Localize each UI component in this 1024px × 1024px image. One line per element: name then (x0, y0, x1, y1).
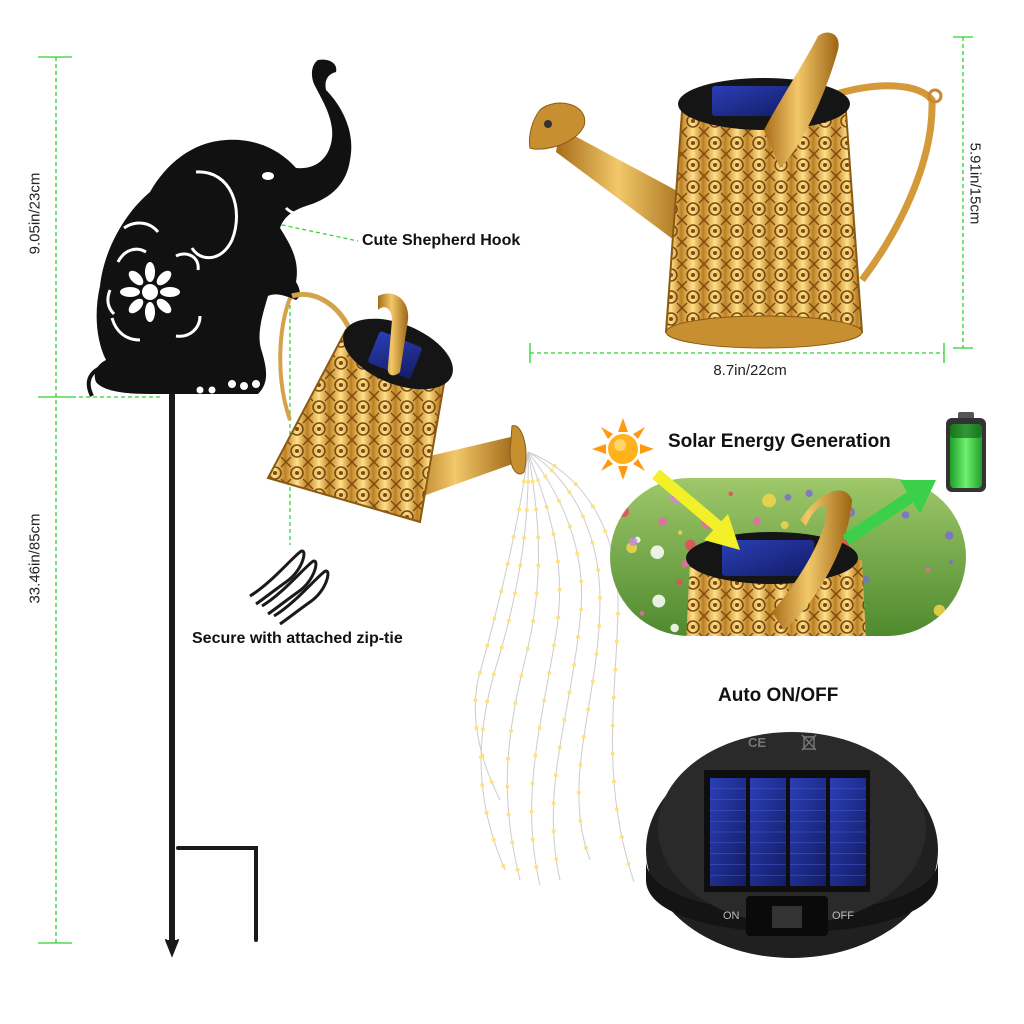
ce-mark-icon: CE (748, 735, 766, 750)
switch-off-label: OFF (832, 910, 854, 922)
fairy-light-beads (473, 463, 631, 872)
zip-ties (249, 549, 330, 626)
switch-on-label: ON (723, 910, 740, 922)
panel-to-battery-arrow (842, 480, 936, 545)
dimension-can-height: 5.91in/15cm (966, 142, 984, 225)
ce-mark-text: CE (748, 735, 767, 750)
battery-icon (944, 412, 988, 494)
wee-bin-icon (800, 733, 818, 751)
solar-base-unit (646, 732, 938, 958)
fairy-light-strands (474, 451, 635, 886)
dimension-lines-can (529, 36, 973, 363)
solar-meadow-inset (610, 478, 966, 636)
dimension-upper-height: 9.05in/23cm (26, 172, 44, 255)
watering-can-large (529, 32, 943, 349)
hanging-watering-can (266, 291, 527, 524)
callout-auto-on-off: Auto ON/OFF (718, 685, 839, 706)
sun-icon (590, 416, 656, 482)
callout-shepherd-hook: Cute Shepherd Hook (362, 232, 521, 249)
dimension-can-width: 8.7in/22cm (713, 362, 787, 379)
callout-zip-tie: Secure with attached zip-tie (192, 630, 403, 647)
elephant-silhouette (86, 59, 352, 397)
garden-stake (165, 392, 258, 958)
dimension-lines-left (38, 56, 160, 944)
sun-to-panel-arrow (652, 469, 740, 550)
callout-solar-energy: Solar Energy Generation (668, 431, 891, 452)
dimension-lower-height: 33.46in/85cm (26, 513, 44, 604)
